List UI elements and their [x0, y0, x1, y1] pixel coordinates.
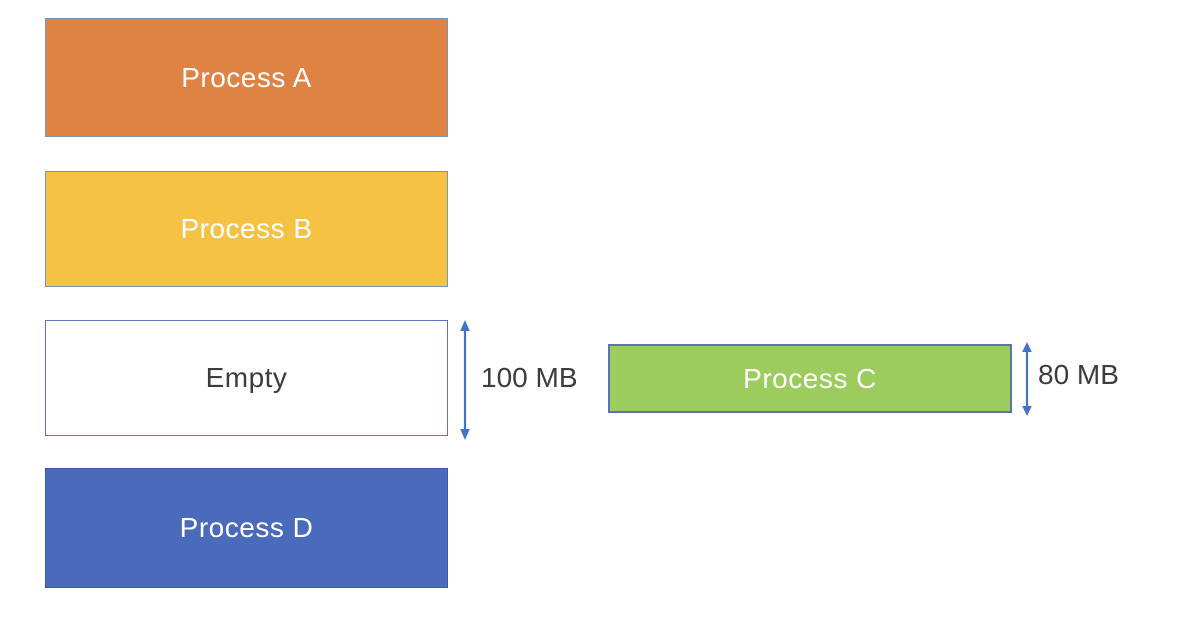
memory-block-label-process-a: Process A: [181, 61, 312, 93]
memory-block-label-process-b: Process B: [180, 213, 313, 244]
memory-block-empty: Empty: [45, 320, 448, 436]
memory-block-process-d: Process D: [45, 468, 448, 588]
memory-block-process-b: Process B: [45, 171, 448, 287]
size-label-process-c-80mb: 80 MB: [1038, 359, 1119, 390]
memory-block-label-empty: Empty: [205, 362, 288, 393]
double-arrow-icon: [1019, 342, 1035, 416]
memory-block-process-c: Process C: [608, 344, 1012, 413]
size-label-empty-100mb: 100 MB: [481, 362, 578, 393]
memory-block-process-a: Process A: [45, 18, 448, 137]
memory-block-label-process-c: Process C: [743, 362, 877, 394]
double-arrow-icon: [457, 320, 473, 440]
memory-block-label-process-d: Process D: [179, 512, 314, 543]
